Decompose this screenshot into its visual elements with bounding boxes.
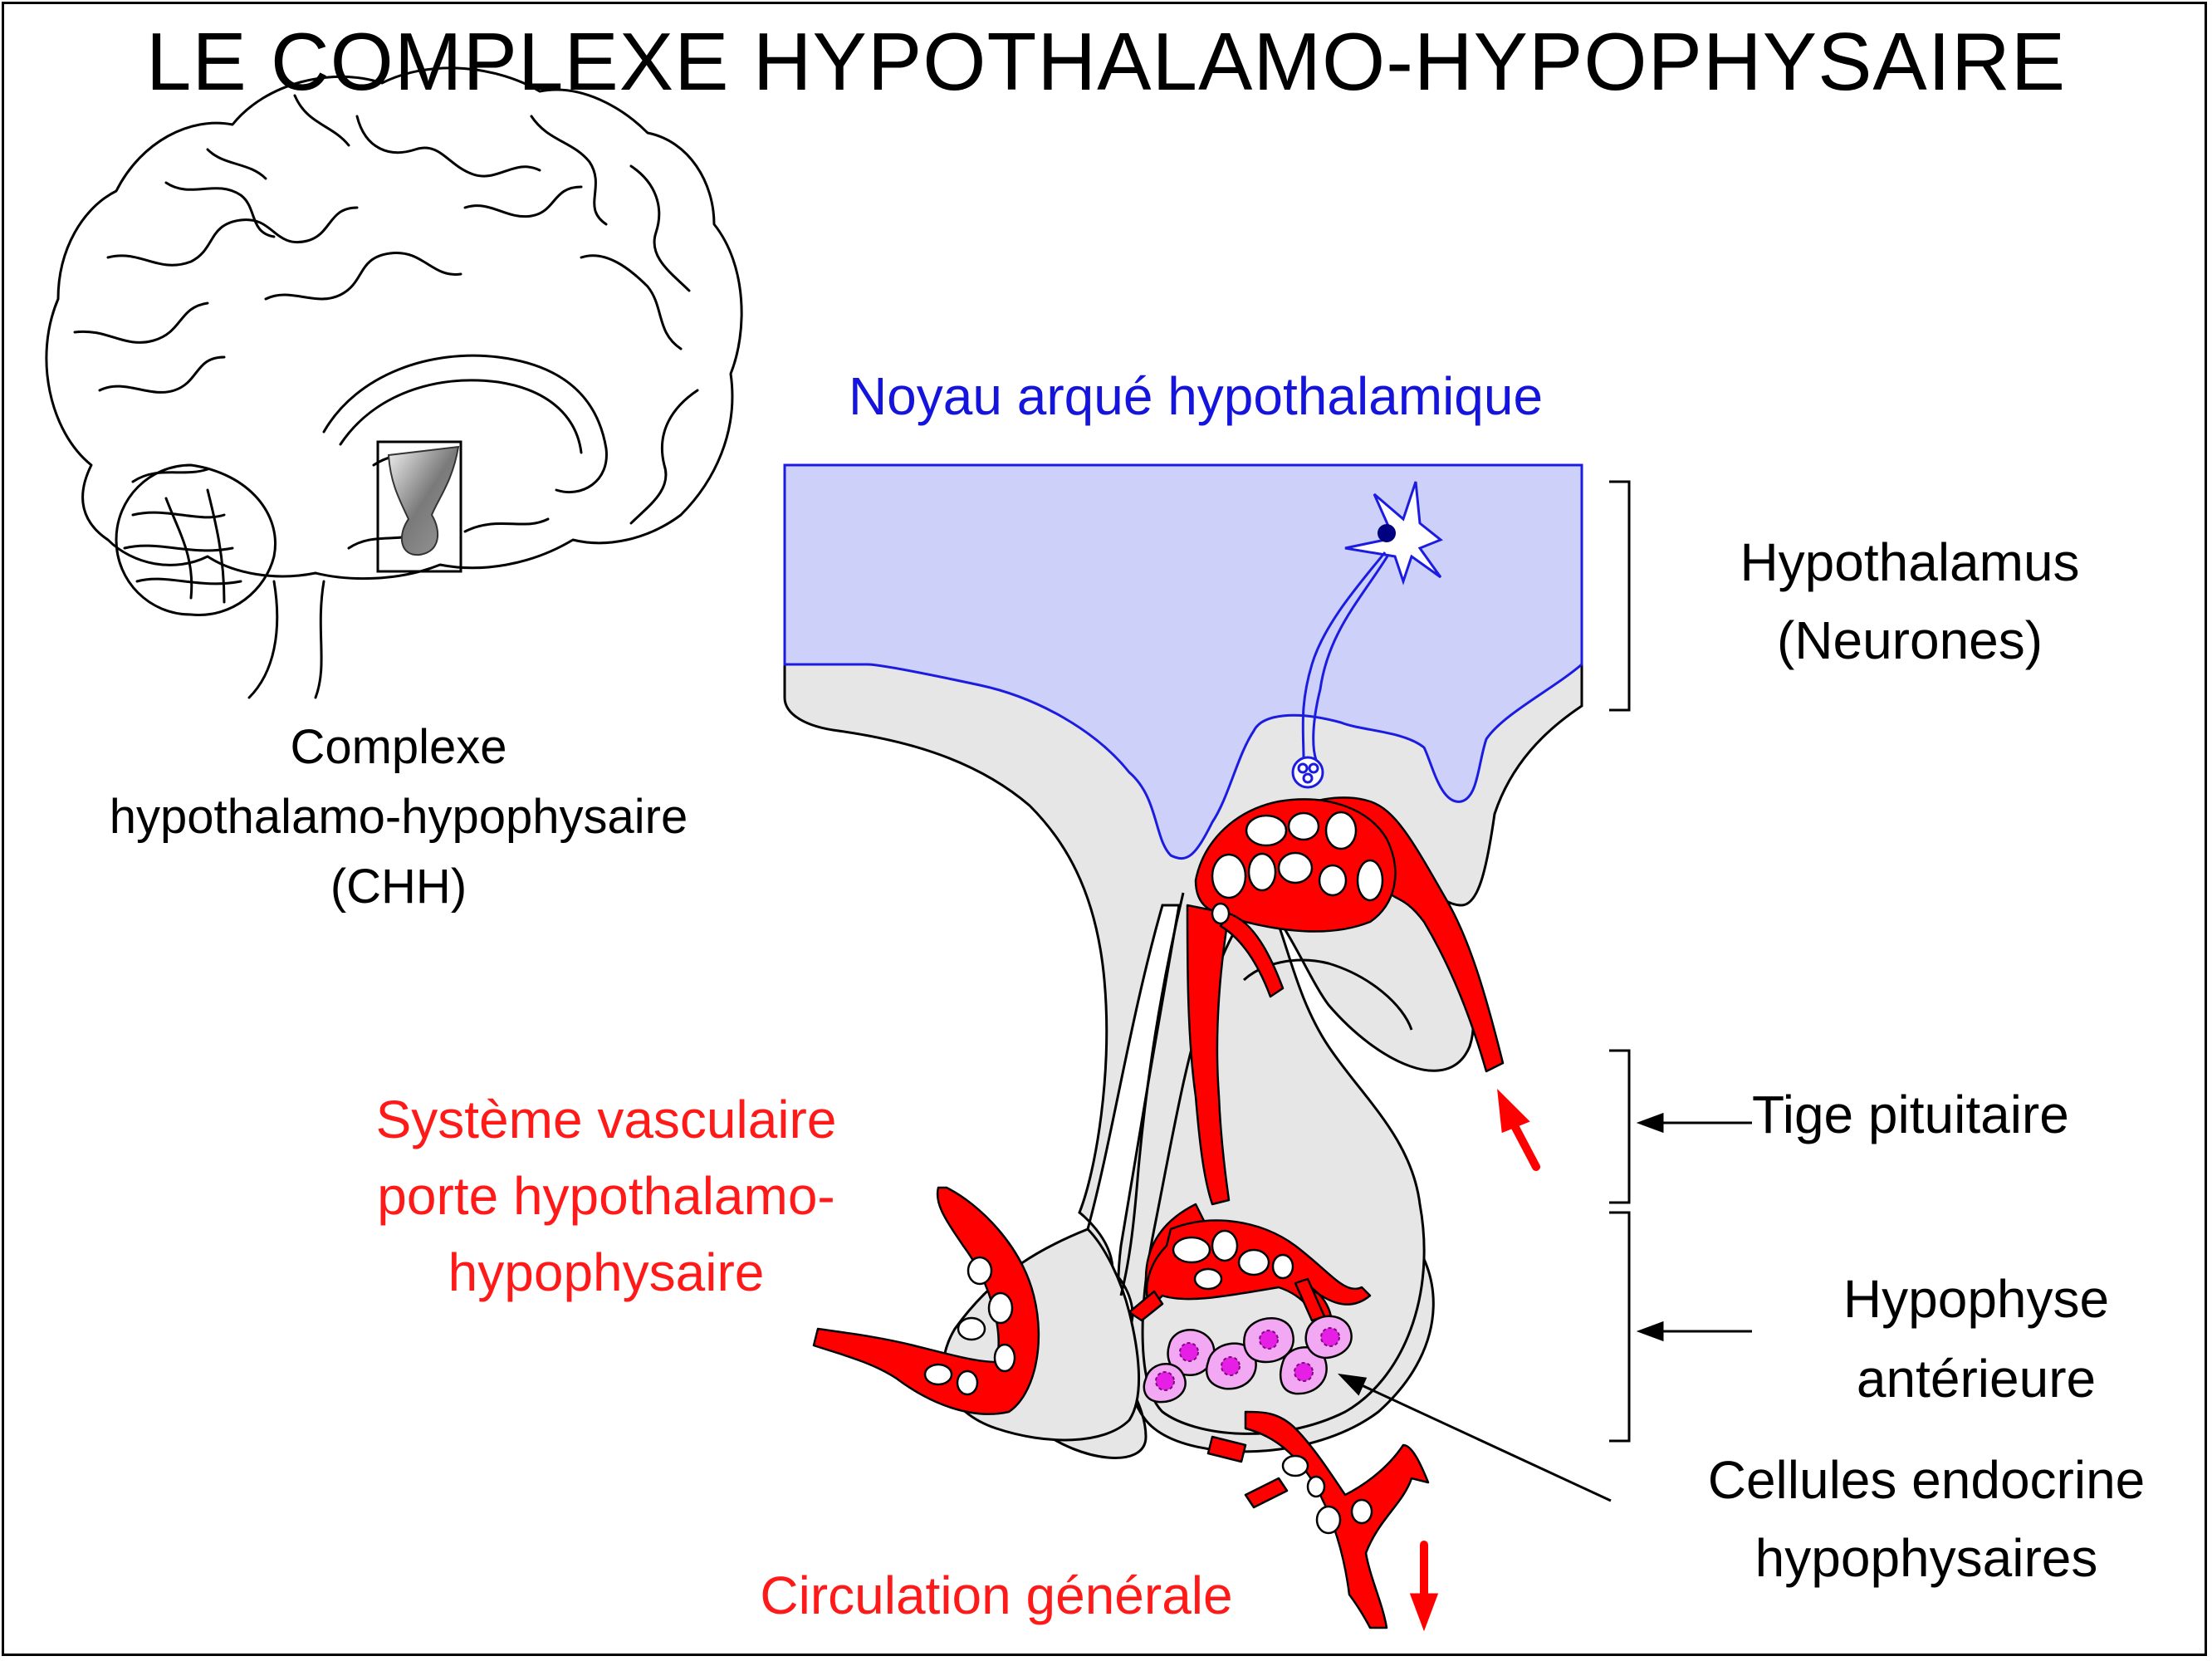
- cell-nuclei: [1155, 1327, 1340, 1391]
- anterior-pituitary-label-line-1: Hypophyse: [1843, 1269, 2110, 1329]
- endocrine-cells-label-line-1: Cellules endocrine: [1707, 1450, 2146, 1510]
- arrow-anterior-head: [1636, 1320, 1664, 1342]
- brain-caption: Complexe hypothalamo-hypophysaire (CHH): [66, 713, 731, 922]
- brain-caption-line-1: Complexe: [290, 720, 507, 774]
- lower-plexus-holes: [1172, 1229, 1294, 1291]
- outflow-holes: [1281, 1454, 1373, 1535]
- portal-system-label-line-2: porte hypothalamo-: [377, 1166, 835, 1226]
- flow-arrow-in: [1497, 1088, 1540, 1171]
- chh-inset-box: [376, 440, 462, 573]
- hypothalamus-label: Hypothalamus (Neurones): [1686, 523, 2134, 679]
- chh-shaded-region: [387, 445, 460, 556]
- bracket-stalk: [1609, 1049, 1631, 1204]
- arrow-stalk-head: [1636, 1112, 1664, 1134]
- brain-caption-line-2: hypothalamo-hypophysaire: [109, 790, 688, 844]
- pointer-arrows: [1337, 1112, 1752, 1502]
- general-circulation-label: Circulation générale: [760, 1565, 1233, 1625]
- left-vessel-holes: [923, 1256, 1016, 1396]
- left-vessel-bed: [812, 1186, 1040, 1415]
- neuron-nucleus: [1378, 524, 1396, 542]
- arrow-cells: [1361, 1384, 1612, 1502]
- brackets: [1609, 480, 1631, 1443]
- upper-plexus-holes: [1211, 811, 1384, 925]
- portal-system-label: Système vasculaire porte hypothalamo- hy…: [299, 1081, 913, 1311]
- figure-title: LE COMPLEXE HYPOTHALAMO-HYPOPHYSAIRE: [145, 16, 2067, 107]
- arcuate-nucleus-label: Noyau arqué hypothalamique: [848, 366, 1544, 426]
- brain-caption-line-3: (CHH): [330, 860, 467, 914]
- portal-system-label-line-3: hypophysaire: [448, 1242, 765, 1302]
- hypothalamus-label-line-1: Hypothalamus: [1740, 532, 2080, 592]
- bracket-hypothalamus: [1609, 480, 1631, 712]
- pituitary-stalk-label: Tige pituitaire: [1752, 1085, 2069, 1144]
- anterior-pituitary-label-line-2: antérieure: [1856, 1349, 2097, 1409]
- brain-illustration: [45, 66, 743, 699]
- hypothalamus-label-line-2: (Neurones): [1776, 610, 2043, 670]
- flow-arrow-out: [1409, 1541, 1439, 1632]
- endocrine-cells-label: Cellules endocrine hypophysaires: [1652, 1441, 2200, 1597]
- portal-system-label-line-1: Système vasculaire: [375, 1090, 837, 1149]
- anterior-pituitary-label: Hypophyse antérieure: [1769, 1259, 2184, 1418]
- bracket-anterior: [1609, 1211, 1631, 1443]
- arrow-cells-head: [1337, 1373, 1368, 1396]
- hypothalamus-region: [783, 463, 1583, 860]
- endocrine-cells-label-line-2: hypophysaires: [1754, 1528, 2098, 1588]
